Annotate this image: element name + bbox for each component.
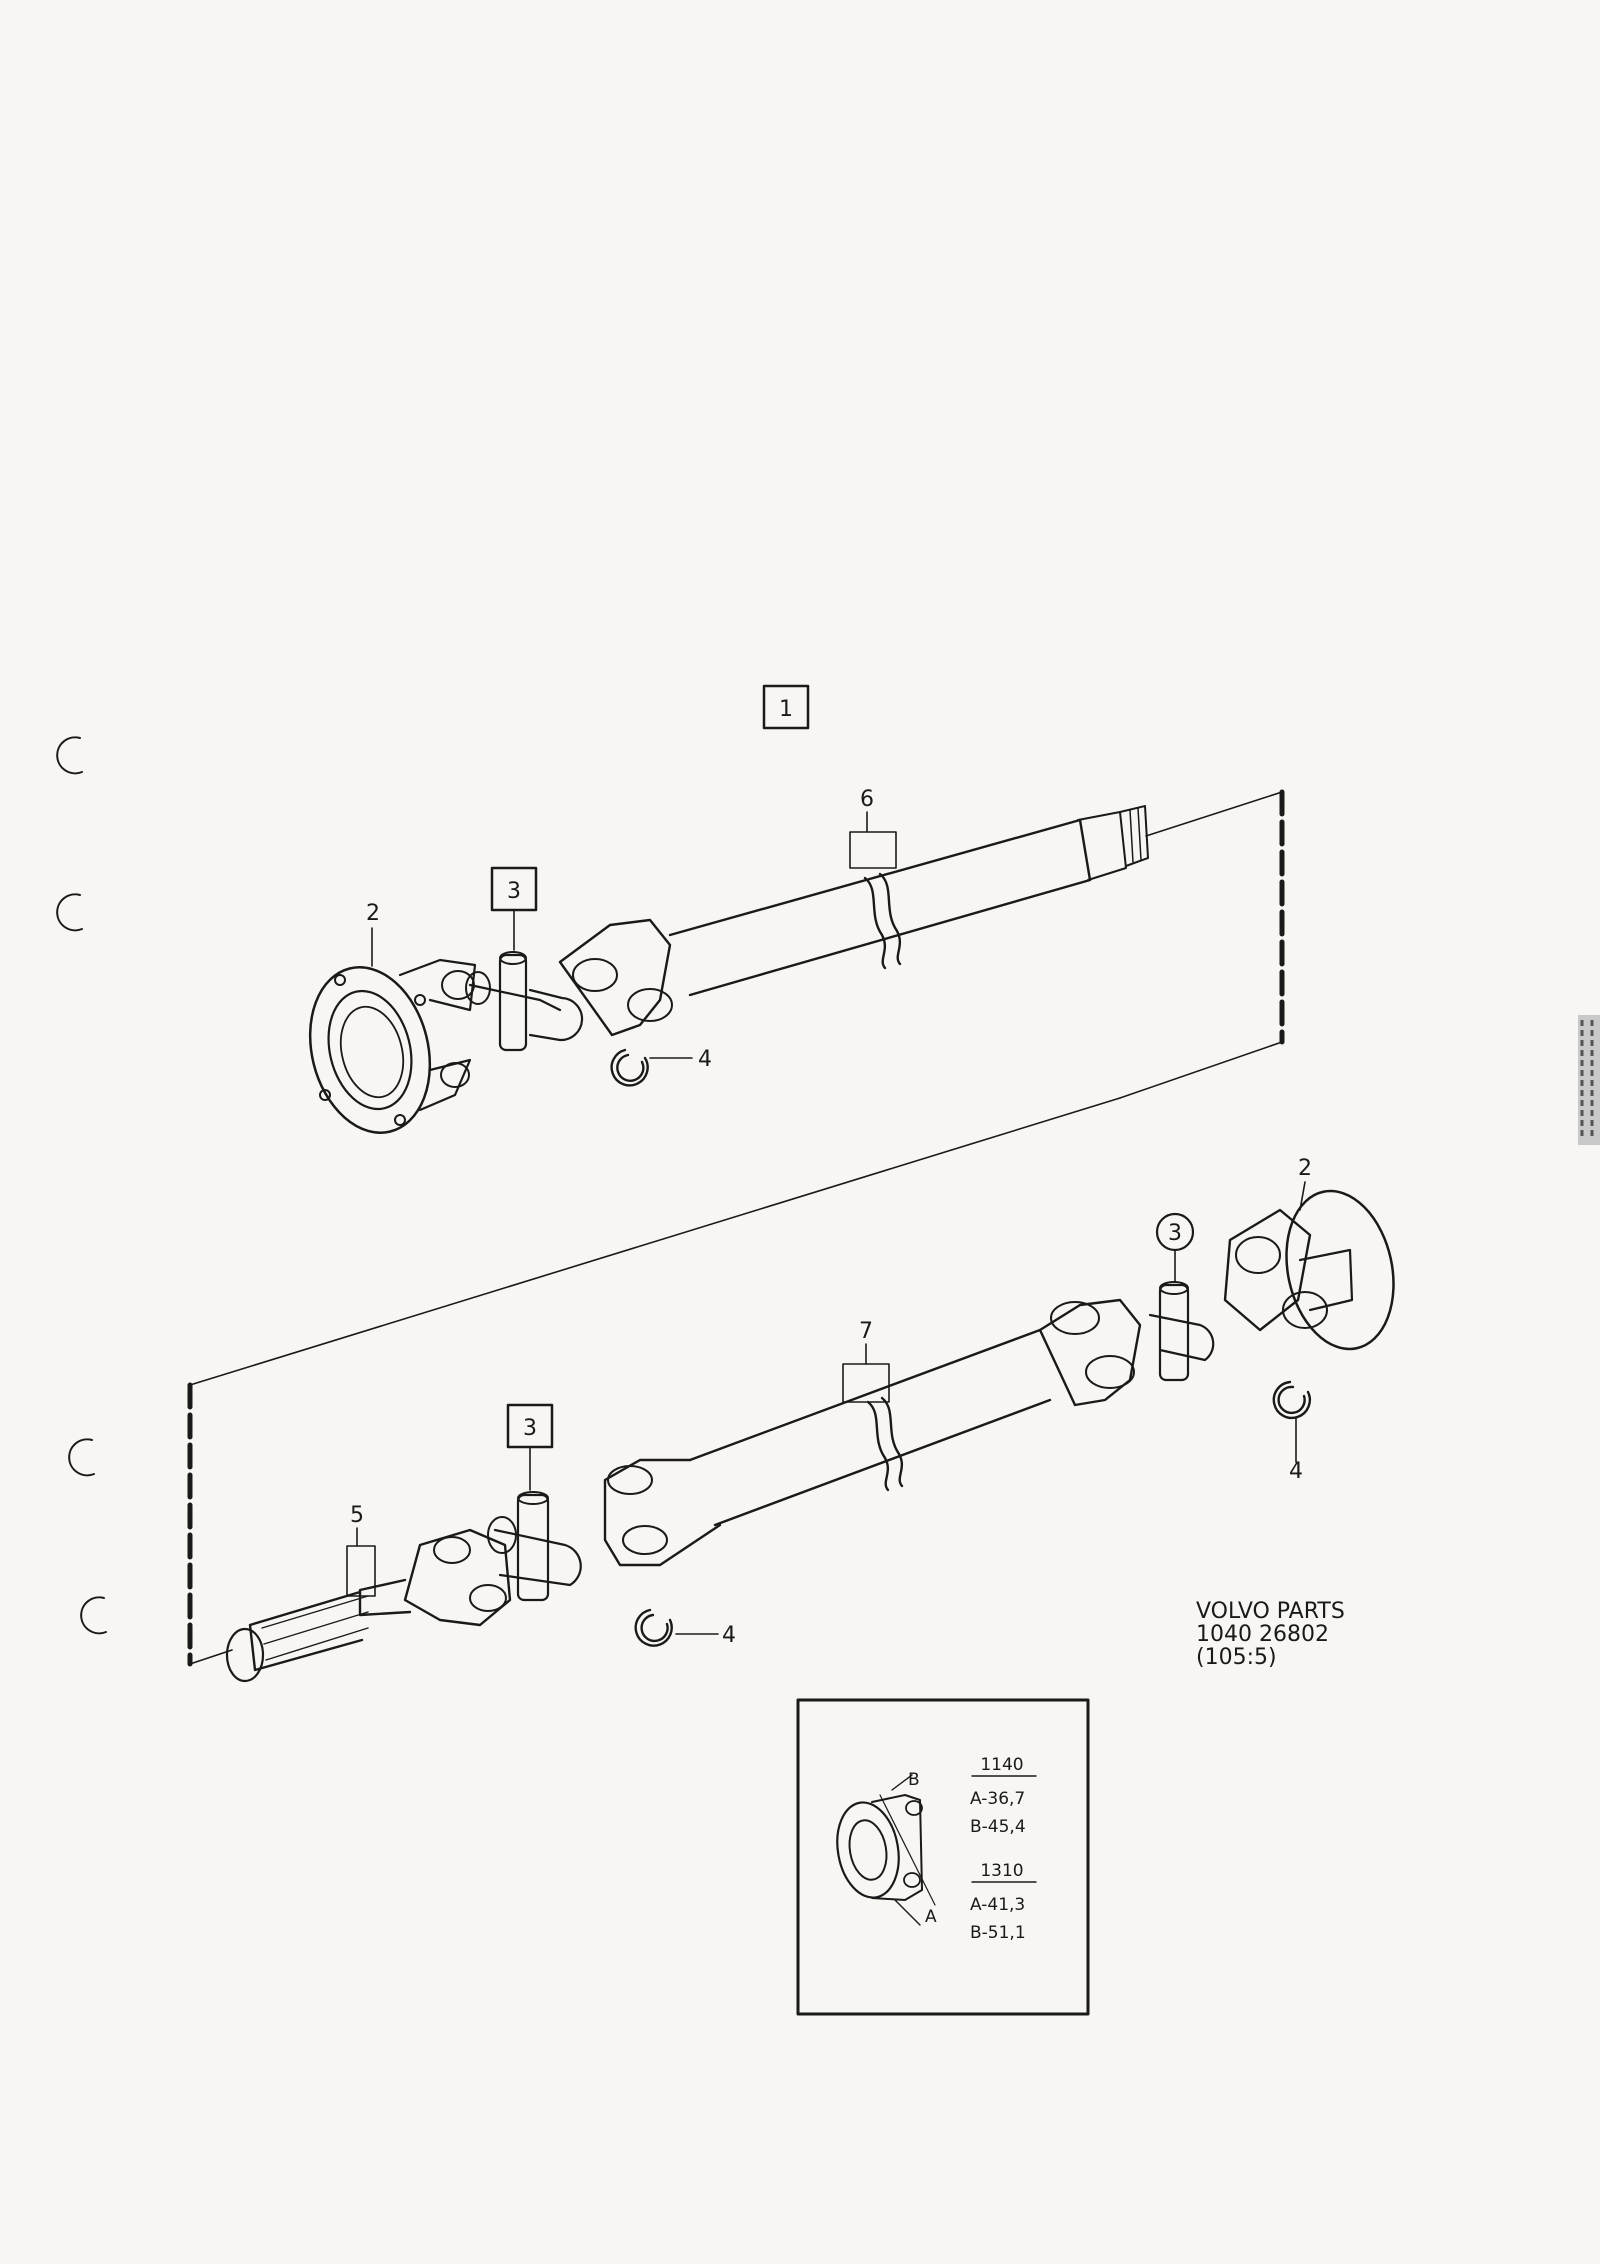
callout-spline-shaft: 5 — [346, 1503, 376, 1597]
callout-joint-bottom: 3 — [506, 1403, 554, 1491]
svg-text:5: 5 — [350, 1503, 364, 1528]
spec-1310: 1310 A-41,3 B-51,1 — [970, 1861, 1037, 1943]
callout-joint-right: 3 — [1155, 1212, 1195, 1283]
svg-text:4: 4 — [698, 1047, 712, 1072]
callout-shaft-bottom: 7 — [842, 1319, 890, 1403]
callout-shaft-top: 6 — [849, 787, 897, 869]
circlip-right — [1272, 1380, 1311, 1420]
page-code-line: (105:5) — [1196, 1645, 1277, 1670]
dimension-inset: B A 1140 A-36,7 B-45,4 1310 A-41,3 B-51,… — [796, 1698, 1090, 2016]
propeller-shaft-bottom — [603, 1298, 1142, 1567]
callout-circlip-right: 4 — [1289, 1417, 1303, 1484]
part-reference: VOLVO PARTS 1040 26802 (105:5) — [1196, 1599, 1345, 1670]
svg-text:3: 3 — [523, 1416, 537, 1441]
svg-text:B-45,4: B-45,4 — [970, 1817, 1026, 1837]
callout-flange-right: 2 — [1298, 1156, 1312, 1211]
dimension-label-b: B — [908, 1770, 920, 1790]
svg-text:6: 6 — [860, 787, 874, 812]
assembly-callout: 1 — [762, 684, 810, 730]
svg-text:A-41,3: A-41,3 — [970, 1895, 1025, 1915]
svg-text:1310: 1310 — [980, 1861, 1023, 1881]
index-tab-marks — [1578, 1015, 1600, 1145]
universal-joint-top — [465, 951, 584, 1052]
circlip-top — [610, 1048, 649, 1087]
assembly-frame — [187, 789, 1285, 1667]
svg-text:1140: 1140 — [980, 1755, 1023, 1775]
assembly-number: 1 — [779, 697, 793, 722]
svg-text:2: 2 — [1298, 1156, 1312, 1181]
callout-joint-top: 3 — [490, 866, 538, 951]
svg-text:4: 4 — [1289, 1459, 1303, 1484]
circlip-bottom — [634, 1608, 673, 1647]
spec-1140: 1140 A-36,7 B-45,4 — [970, 1755, 1037, 1837]
part-number-line: 1040 26802 — [1196, 1622, 1329, 1647]
binder-holes — [56, 736, 107, 1635]
universal-joint-right — [1148, 1281, 1215, 1382]
callout-flange-top: 2 — [366, 901, 380, 967]
spline-shaft — [225, 1528, 512, 1683]
svg-text:B-51,1: B-51,1 — [970, 1923, 1026, 1943]
svg-text:3: 3 — [1168, 1221, 1182, 1246]
flange-yoke-top — [308, 958, 477, 1134]
inset-flange-drawing — [836, 1774, 936, 1926]
svg-text:2: 2 — [366, 901, 380, 926]
brand-line: VOLVO PARTS — [1196, 1599, 1345, 1624]
svg-text:3: 3 — [507, 879, 521, 904]
flange-yoke-right — [1223, 1189, 1395, 1351]
universal-joint-bottom — [487, 1491, 582, 1602]
callout-circlip-bottom: 4 — [675, 1623, 736, 1648]
svg-text:4: 4 — [722, 1623, 736, 1648]
propeller-shaft-top — [558, 805, 1149, 1037]
svg-text:A-36,7: A-36,7 — [970, 1789, 1025, 1809]
callout-circlip-top: 4 — [649, 1047, 712, 1072]
svg-text:7: 7 — [859, 1319, 873, 1344]
dimension-label-a: A — [925, 1907, 937, 1927]
